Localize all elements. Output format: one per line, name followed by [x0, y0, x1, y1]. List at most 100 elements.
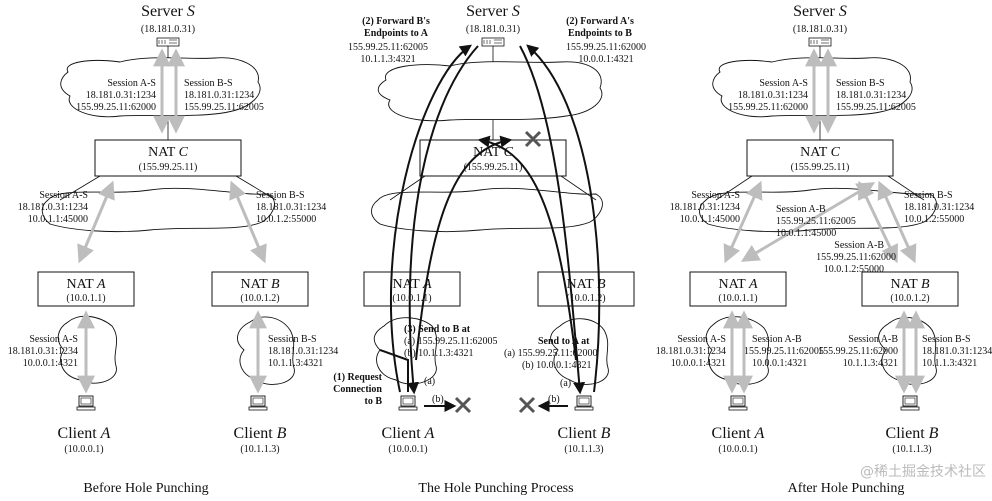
watermark: @稀土掘金技术社区: [860, 464, 986, 480]
svg-text:155.99.25.11:62000: 155.99.25.11:62000: [566, 42, 646, 53]
server-icon: [156, 37, 180, 47]
svg-text:155.99.25.11:62005: 155.99.25.11:62005: [744, 346, 824, 357]
svg-text:(18.181.0.31): (18.181.0.31): [793, 24, 847, 35]
panel-after: Server S (18.181.0.31) NAT C (155.99.25.…: [656, 3, 992, 496]
svg-text:155.99.25.11:62000: 155.99.25.11:62000: [818, 346, 898, 357]
svg-text:Session A-B: Session A-B: [752, 334, 802, 345]
svg-text:18.181.0.31:1234: 18.181.0.31:1234: [184, 90, 254, 101]
svg-text:(10.0.1.2): (10.0.1.2): [240, 293, 279, 304]
svg-text:(1) Request: (1) Request: [333, 372, 382, 383]
nat-b-box: [861, 271, 959, 307]
svg-text:10.0.1.1:45000: 10.0.1.1:45000: [680, 214, 740, 225]
client-b-icon: [248, 395, 268, 411]
svg-text:10.0.1.2:55000: 10.0.1.2:55000: [256, 214, 316, 225]
svg-text:(a): (a): [424, 376, 435, 387]
svg-text:Session A-S: Session A-S: [29, 334, 78, 345]
svg-text:(10.1.1.3): (10.1.1.3): [892, 444, 931, 455]
svg-text:(2) Forward B's: (2) Forward B's: [362, 16, 430, 27]
svg-text:Client B: Client B: [558, 425, 611, 442]
svg-text:18.181.0.31:1234: 18.181.0.31:1234: [18, 202, 88, 213]
svg-text:155.99.25.11:62005: 155.99.25.11:62005: [184, 102, 264, 113]
svg-text:Endpoints to B: Endpoints to B: [568, 28, 632, 39]
svg-text:Send to A at: Send to A at: [538, 336, 590, 347]
nat-a-box: [363, 271, 461, 307]
svg-text:Connection: Connection: [333, 384, 382, 395]
nat-a-box: [37, 271, 135, 307]
svg-text:(155.99.25.11): (155.99.25.11): [464, 162, 523, 173]
svg-text:Client B: Client B: [234, 425, 287, 442]
svg-text:18.181.0.31:1234: 18.181.0.31:1234: [836, 90, 906, 101]
blocked-x-icons: [454, 130, 542, 414]
svg-text:10.1.1.3:4321: 10.1.1.3:4321: [922, 358, 977, 369]
nat-a-box: [689, 271, 787, 307]
nat-b-box: [211, 271, 309, 307]
svg-text:10.1.1.3:4321: 10.1.1.3:4321: [360, 54, 415, 65]
client-a-icon: [728, 395, 748, 411]
private-cloud-b: [550, 318, 609, 385]
svg-text:(155.99.25.11): (155.99.25.11): [139, 162, 198, 173]
svg-text:(10.0.1.1): (10.0.1.1): [392, 293, 431, 304]
caption-before: Before Hole Punching: [83, 481, 208, 496]
svg-text:(18.181.0.31): (18.181.0.31): [466, 24, 520, 35]
svg-text:18.181.0.31:1234: 18.181.0.31:1234: [256, 202, 326, 213]
server-icon: [481, 37, 505, 47]
client-a-icon: [398, 395, 418, 411]
svg-text:(a): (a): [560, 378, 571, 389]
svg-text:(10.1.1.3): (10.1.1.3): [240, 444, 279, 455]
svg-text:Client A: Client A: [58, 425, 111, 442]
svg-text:Client A: Client A: [712, 425, 765, 442]
svg-text:NAT B: NAT B: [240, 277, 279, 292]
nat-c-box: [94, 139, 242, 177]
svg-text:(10.0.1.1): (10.0.1.1): [718, 293, 757, 304]
svg-text:NAT C: NAT C: [800, 145, 840, 160]
svg-text:(b): (b): [432, 394, 444, 405]
svg-text:18.181.0.31:1234: 18.181.0.31:1234: [8, 346, 78, 357]
svg-text:Session A-S: Session A-S: [677, 334, 726, 345]
caption-after: After Hole Punching: [788, 481, 905, 496]
nat-b-box: [537, 271, 635, 307]
private-cloud-a: [373, 317, 438, 385]
svg-text:18.181.0.31:1234: 18.181.0.31:1234: [86, 90, 156, 101]
svg-text:10.0.0.1:4321: 10.0.0.1:4321: [23, 358, 78, 369]
caption-process: The Hole Punching Process: [418, 481, 573, 496]
svg-text:Session B-S: Session B-S: [268, 334, 317, 345]
svg-text:(b) 10.0.0.1:4321: (b) 10.0.0.1:4321: [522, 360, 591, 371]
svg-text:Session B-S: Session B-S: [256, 190, 305, 201]
svg-text:155.99.25.11:62005: 155.99.25.11:62005: [836, 102, 916, 113]
svg-text:Session A-S: Session A-S: [691, 190, 740, 201]
server-label: Server S: [141, 3, 195, 20]
svg-text:NAT B: NAT B: [566, 277, 605, 292]
svg-text:(a) 155.99.25.11:62005: (a) 155.99.25.11:62005: [404, 336, 498, 347]
svg-text:NAT A: NAT A: [718, 277, 757, 292]
svg-text:Session B-S: Session B-S: [836, 78, 885, 89]
svg-text:Session A-S: Session A-S: [107, 78, 156, 89]
server-ip: (18.181.0.31): [141, 24, 195, 35]
panel-process: Server S (18.181.0.31) NAT C (155.99.25.…: [333, 3, 646, 496]
svg-text:(2) Forward A's: (2) Forward A's: [566, 16, 634, 27]
svg-text:NAT A: NAT A: [66, 277, 105, 292]
svg-text:(10.0.1.2): (10.0.1.2): [566, 293, 605, 304]
svg-text:18.181.0.31:1234: 18.181.0.31:1234: [268, 346, 338, 357]
svg-text:Session A-S: Session A-S: [39, 190, 88, 201]
svg-text:(a) 155.99.25.11:62000: (a) 155.99.25.11:62000: [504, 348, 598, 359]
nat-c-box: [746, 139, 894, 177]
svg-text:Endpoints to A: Endpoints to A: [364, 28, 429, 39]
svg-text:18.181.0.31:1234: 18.181.0.31:1234: [738, 90, 808, 101]
svg-text:155.99.25.11:62000: 155.99.25.11:62000: [76, 102, 156, 113]
svg-text:(10.0.0.1): (10.0.0.1): [718, 444, 757, 455]
svg-text:18.181.0.31:1234: 18.181.0.31:1234: [904, 202, 974, 213]
client-a-icon: [76, 395, 96, 411]
svg-text:155.99.25.11:62005: 155.99.25.11:62005: [776, 216, 856, 227]
internet-cloud: [377, 61, 603, 122]
svg-text:10.0.1.1:45000: 10.0.1.1:45000: [28, 214, 88, 225]
svg-text:Session A-S: Session A-S: [759, 78, 808, 89]
svg-text:10.0.0.1:4321: 10.0.0.1:4321: [671, 358, 726, 369]
svg-text:18.181.0.31:1234: 18.181.0.31:1234: [922, 346, 992, 357]
svg-text:to B: to B: [365, 396, 383, 407]
svg-text:18.181.0.31:1234: 18.181.0.31:1234: [670, 202, 740, 213]
svg-text:Server S: Server S: [466, 3, 520, 20]
svg-text:(10.1.1.3): (10.1.1.3): [564, 444, 603, 455]
svg-text:10.0.1.2:55000: 10.0.1.2:55000: [824, 264, 884, 275]
svg-text:Session B-S: Session B-S: [904, 190, 953, 201]
